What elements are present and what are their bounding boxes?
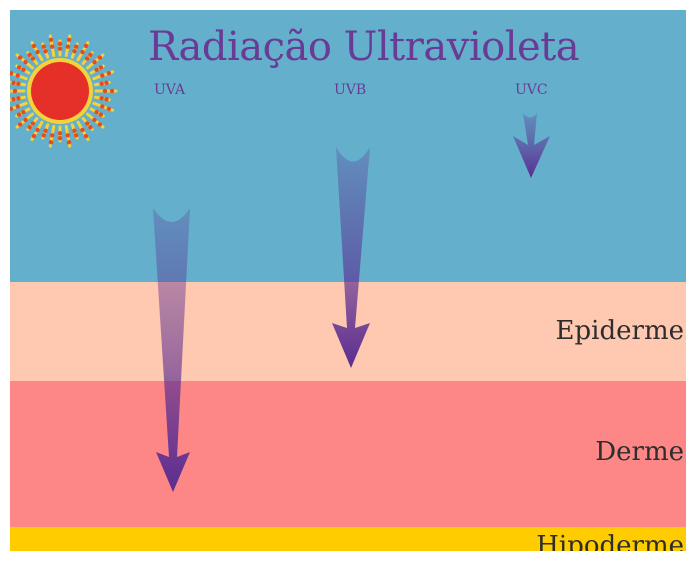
uva-arrow-icon [153, 208, 190, 492]
uvb-arrow-icon [332, 147, 370, 368]
diagram: Epiderme Derme Hipoderme Radiação Ultrav… [10, 10, 686, 551]
uvc-arrow-icon [513, 113, 550, 178]
arrows-layer [10, 10, 686, 551]
